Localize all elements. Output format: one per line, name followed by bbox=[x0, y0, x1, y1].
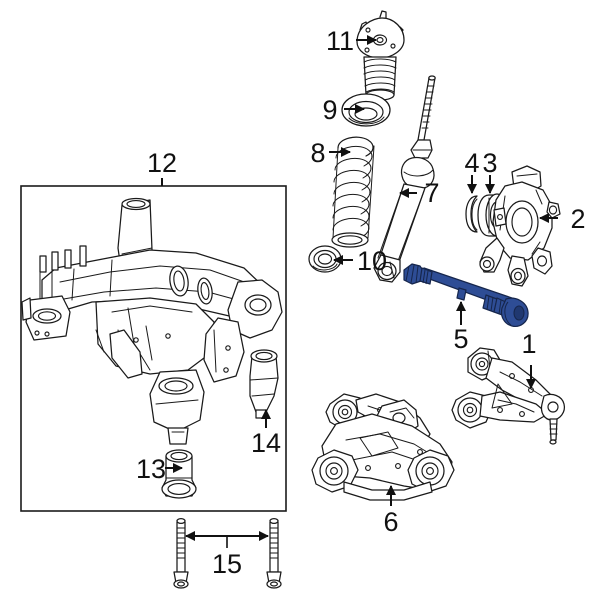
part-rear-shock-absorber bbox=[373, 75, 436, 283]
part-coil-spring bbox=[331, 136, 375, 248]
part-shock-upper-mount-bellows bbox=[356, 10, 405, 101]
callout-label-8: 8 bbox=[310, 138, 325, 168]
part-subframe-bushing-rear bbox=[249, 349, 279, 419]
part-subframe-mounting-bolt-left bbox=[173, 517, 189, 589]
part-subframe-bushing-front bbox=[161, 449, 197, 499]
callout-label-9: 9 bbox=[322, 95, 337, 125]
callout-label-6: 6 bbox=[383, 507, 398, 537]
callout-label-7: 7 bbox=[424, 178, 439, 208]
part-spring-lower-insulator bbox=[308, 245, 342, 273]
callout-label-10: 10 bbox=[357, 246, 387, 276]
callout-label-13: 13 bbox=[136, 454, 166, 484]
callout-label-1: 1 bbox=[521, 329, 536, 359]
callout-label-14: 14 bbox=[251, 428, 281, 458]
callout-label-12: 12 bbox=[147, 148, 177, 178]
part-rear-lower-control-arm bbox=[311, 393, 455, 501]
callout-label-4: 4 bbox=[464, 148, 479, 178]
callout-label-3: 3 bbox=[482, 148, 497, 178]
callout-label-11: 11 bbox=[326, 26, 354, 56]
part-rear-upper-control-arm bbox=[451, 347, 566, 445]
callout-label-2: 2 bbox=[570, 204, 585, 234]
callout-label-15: 15 bbox=[212, 549, 242, 579]
callout-label-5: 5 bbox=[453, 324, 468, 354]
part-rear-lateral-toe-link-highlighted bbox=[403, 263, 529, 327]
part-rear-knuckle-spindle bbox=[479, 165, 561, 287]
part-spring-upper-insulator bbox=[341, 93, 391, 127]
part-bearing-retainer-ring bbox=[465, 195, 478, 233]
part-subframe-mounting-bolt-right bbox=[266, 517, 282, 589]
part-rear-crossmember-subframe bbox=[21, 197, 283, 445]
